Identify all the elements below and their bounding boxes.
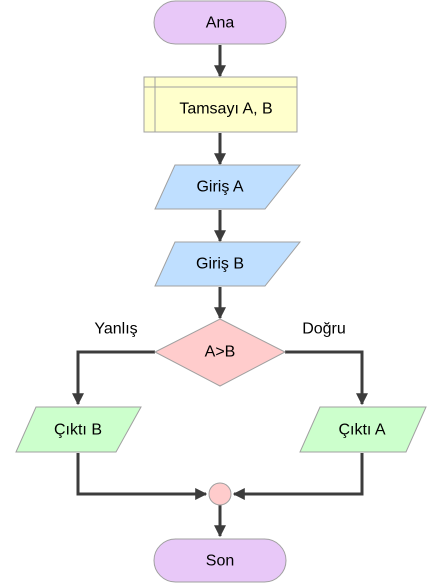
input-a-node-label: Giriş A <box>196 179 243 196</box>
end-node: Son <box>153 538 287 583</box>
input-a-node-shape <box>154 164 302 210</box>
end-node-label: Son <box>206 553 234 570</box>
start-node: Ana <box>153 0 287 45</box>
decision-node-shape <box>153 318 287 387</box>
edge-decision-false-to-output-b <box>72 350 155 406</box>
output-b-node-shape <box>15 406 142 453</box>
output-b-node-label: Çıktı B <box>54 422 102 439</box>
decision-node: A>B <box>153 318 287 387</box>
output-a-node: Çıktı A <box>299 406 427 453</box>
edge-output-a-to-join <box>232 453 364 500</box>
declare-node-shape <box>143 76 298 133</box>
start-node-shape <box>153 0 287 45</box>
declare-node-label: Tamsayı A, B <box>179 101 272 118</box>
declare-node: Tamsayı A, B <box>143 76 298 133</box>
edge-decision-true-to-output-a <box>285 350 368 406</box>
true-branch-label: Doğru <box>302 321 346 338</box>
input-b-node-shape <box>154 241 302 287</box>
decision-node-label: A>B <box>205 344 236 361</box>
output-a-node-shape <box>299 406 427 453</box>
edge-output-b-to-join <box>76 453 208 500</box>
output-a-node-label: Çıktı A <box>338 422 385 439</box>
end-node-shape <box>153 538 287 583</box>
input-a-node: Giriş A <box>154 164 302 210</box>
input-b-node-label: Giriş B <box>196 256 244 273</box>
false-branch-label: Yanlış <box>94 321 137 338</box>
join-connector <box>208 482 232 506</box>
output-b-node: Çıktı B <box>15 406 142 453</box>
input-b-node: Giriş B <box>154 241 302 287</box>
start-node-label: Ana <box>206 15 235 32</box>
